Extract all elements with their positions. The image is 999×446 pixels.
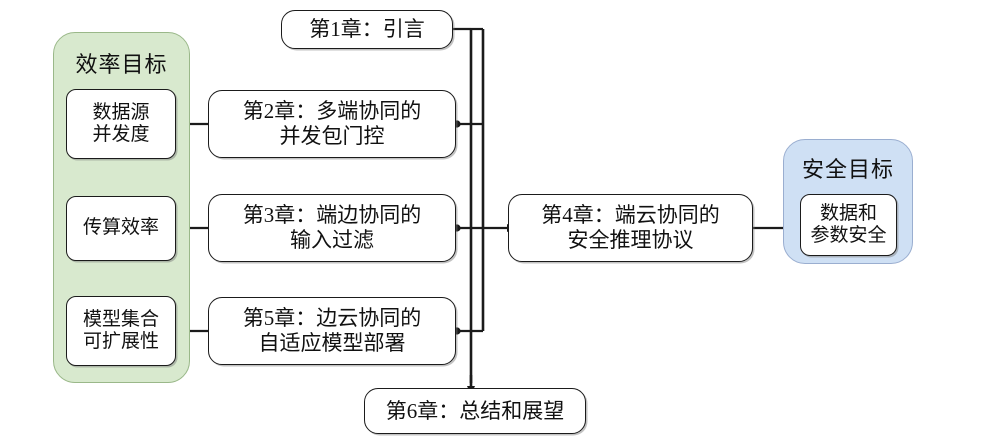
chapter-node-ch5-label: 第5章：边云协同的 自适应模型部署 bbox=[242, 306, 422, 355]
chapter-node-ch4-label: 第4章：端云协同的 安全推理协议 bbox=[541, 203, 720, 252]
goal-transfer-compute-efficiency-label: 传算效率 bbox=[82, 217, 159, 239]
goal-data-and-parameter-security-label: 数据和 参数安全 bbox=[810, 202, 887, 246]
goal-model-set-scalability-label: 模型集合 可扩展性 bbox=[82, 308, 159, 352]
chapter-node-ch1-label: 第1章：引言 bbox=[309, 17, 425, 42]
chapter-node-ch4[interactable]: 第4章：端云协同的 安全推理协议 bbox=[508, 194, 753, 262]
chapter-node-ch3[interactable]: 第3章：端边协同的 输入过滤 bbox=[208, 194, 456, 262]
security-goals-title: 安全目标 bbox=[801, 157, 894, 182]
goal-model-set-scalability[interactable]: 模型集合 可扩展性 bbox=[66, 296, 176, 366]
chapter-node-ch3-label: 第3章：端边协同的 输入过滤 bbox=[242, 203, 422, 252]
goal-transfer-compute-efficiency[interactable]: 传算效率 bbox=[66, 196, 176, 261]
goal-data-source-concurrency-label: 数据源 并发度 bbox=[92, 101, 150, 145]
goal-data-and-parameter-security[interactable]: 数据和 参数安全 bbox=[800, 194, 897, 256]
chapter-node-ch5[interactable]: 第5章：边云协同的 自适应模型部署 bbox=[208, 297, 456, 365]
chapter-node-ch1[interactable]: 第1章：引言 bbox=[281, 10, 453, 49]
chapter-node-ch6[interactable]: 第6章：总结和展望 bbox=[364, 388, 586, 434]
goal-data-source-concurrency[interactable]: 数据源 并发度 bbox=[66, 89, 176, 159]
chapter-node-ch6-label: 第6章：总结和展望 bbox=[385, 398, 565, 423]
chapter-node-ch2[interactable]: 第2章：多端协同的 并发包门控 bbox=[208, 90, 456, 158]
chapter-node-ch2-label: 第2章：多端协同的 并发包门控 bbox=[242, 99, 422, 148]
efficiency-goals-title: 效率目标 bbox=[75, 52, 168, 77]
